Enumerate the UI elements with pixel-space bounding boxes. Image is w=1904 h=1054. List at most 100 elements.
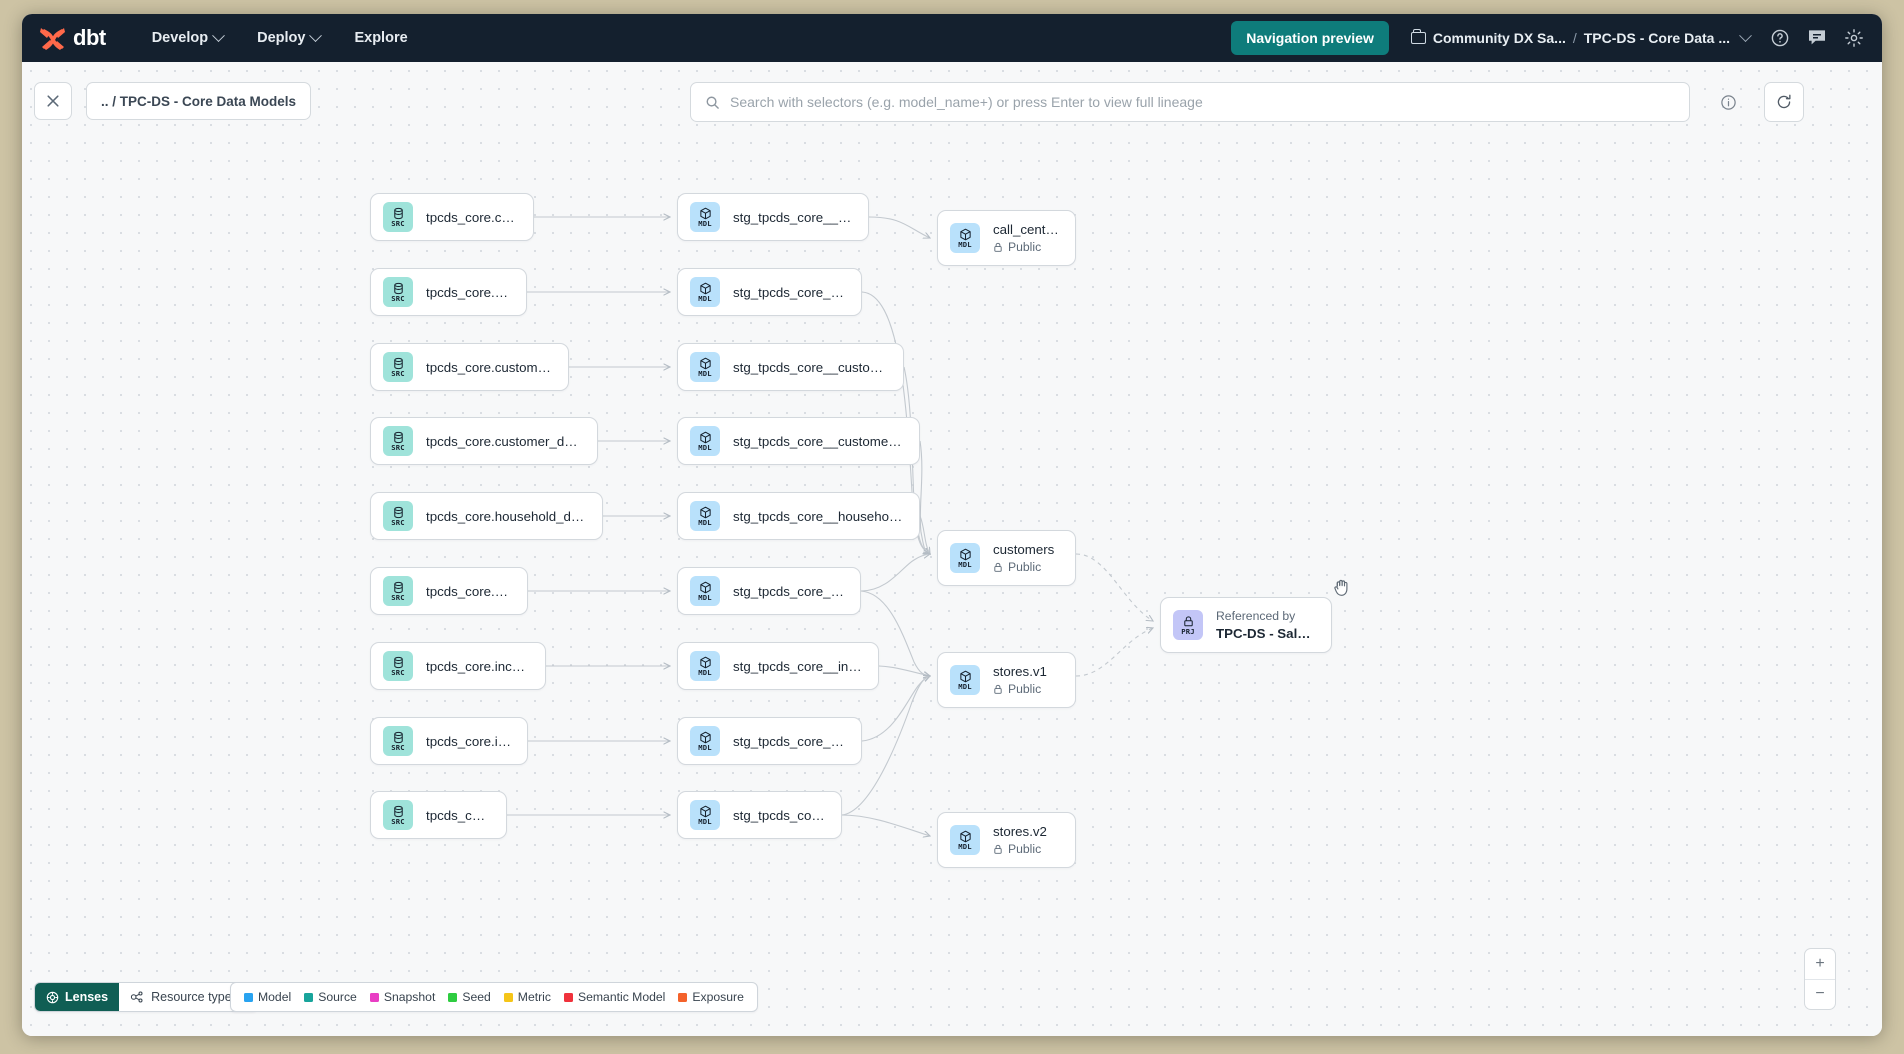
source-node[interactable]: SRC tpcds_core.household_demographics (370, 492, 603, 540)
zoom-in-button[interactable]: + (1805, 949, 1835, 980)
chevron-down-icon (212, 28, 225, 42)
nav-item-explore[interactable]: Explore (354, 30, 407, 46)
navigation-preview-button[interactable]: Navigation preview (1231, 21, 1389, 55)
public-model-node-label: call_centers (993, 222, 1059, 237)
src-badge-icon: SRC (383, 501, 413, 531)
mdl-glyph-icon (699, 207, 712, 220)
model-node[interactable]: MDL stg_tpcds_core__income_band (677, 642, 879, 690)
legend-item-metric[interactable]: Metric (503, 990, 551, 1004)
legend-item-exposure[interactable]: Exposure (678, 990, 744, 1004)
info-icon[interactable] (1712, 86, 1744, 118)
mdl-glyph-icon (699, 656, 712, 669)
chevron-down-icon[interactable] (1739, 28, 1752, 42)
mdl-badge-icon: MDL (690, 202, 720, 232)
nav-item-deploy[interactable]: Deploy (257, 28, 323, 46)
mdl-badge-code: MDL (698, 667, 712, 677)
source-node-label: tpcds_core.date_dim (426, 583, 511, 599)
src-badge-code: SRC (391, 368, 405, 378)
src-badge-code: SRC (391, 816, 405, 826)
search-icon (706, 96, 719, 109)
help-icon[interactable] (1770, 28, 1790, 48)
legend-label: Source (318, 990, 357, 1004)
mdl-badge-icon: MDL (690, 726, 720, 756)
legend-item-seed[interactable]: Seed (448, 990, 491, 1004)
zoom-out-button[interactable]: − (1815, 985, 1825, 1003)
model-node-label: stg_tpcds_core__household_demogr... (733, 508, 903, 524)
lenses-button[interactable]: Lenses (35, 983, 120, 1011)
prj-badge-code: PRJ (1181, 626, 1195, 636)
close-button[interactable] (34, 82, 72, 120)
feedback-icon[interactable] (1807, 28, 1827, 48)
legend-label: Exposure (692, 990, 744, 1004)
referenced-by-project-node-kicker: Referenced by (1216, 609, 1296, 623)
settings-icon[interactable] (1844, 28, 1864, 48)
breadcrumb-account[interactable]: Community DX Sa... (1432, 30, 1566, 46)
mdl-badge-icon: MDL (690, 800, 720, 830)
src-glyph-icon (392, 431, 405, 444)
mdl-badge-icon: MDL (950, 543, 980, 573)
mdl-badge-icon: MDL (690, 501, 720, 531)
public-model-node-label: stores.v2 (993, 824, 1047, 839)
mdl-glyph-icon (959, 548, 972, 561)
legend-swatch (678, 992, 688, 1002)
breadcrumb: Community DX Sa... / TPC-DS - Core Data … (1410, 28, 1752, 46)
model-node-label: stg_tpcds_core__date_dim (733, 583, 844, 599)
nav-icon-group (1770, 28, 1864, 48)
src-badge-code: SRC (391, 592, 405, 602)
public-model-node-access-label: Public (1008, 240, 1042, 254)
public-model-node-access: Public (993, 842, 1047, 856)
src-glyph-icon (392, 207, 405, 220)
breadcrumb-project[interactable]: TPC-DS - Core Data ... (1583, 30, 1730, 46)
model-node[interactable]: MDL stg_tpcds_core__household_demogr... (677, 492, 920, 540)
legend-item-semantic-model[interactable]: Semantic Model (563, 990, 665, 1004)
nav-item-develop[interactable]: Develop (152, 28, 225, 46)
model-node-label: stg_tpcds_core__income_band (733, 658, 862, 674)
refresh-button[interactable] (1764, 82, 1804, 122)
resource-type-icon (130, 991, 143, 1003)
source-node[interactable]: SRC tpcds_core.date_dim (370, 567, 528, 615)
model-node-label: stg_tpcds_core__store (733, 807, 825, 823)
source-node-label: tpcds_core.household_demographics (426, 508, 586, 524)
legend-item-source[interactable]: Source (304, 990, 357, 1004)
mdl-badge-code: MDL (698, 816, 712, 826)
src-badge-icon: SRC (383, 576, 413, 606)
dbt-logo[interactable]: dbt (38, 25, 106, 51)
lineage-canvas[interactable]: .. / TPC-DS - Core Data Models Search wi… (22, 62, 1882, 1036)
search-input[interactable]: Search with selectors (e.g. model_name+)… (690, 82, 1690, 122)
legend-swatch (503, 992, 513, 1002)
canvas-breadcrumb-chip[interactable]: .. / TPC-DS - Core Data Models (86, 82, 312, 120)
source-node-label: tpcds_core.income_band (426, 658, 529, 674)
legend-item-model[interactable]: Model (244, 990, 291, 1004)
breadcrumb-separator: / (1572, 30, 1577, 46)
mdl-badge-code: MDL (698, 442, 712, 452)
model-node[interactable]: MDL stg_tpcds_core__date_dim (677, 567, 861, 615)
brand-name: dbt (73, 25, 106, 50)
src-glyph-icon (392, 357, 405, 370)
model-node[interactable]: MDL stg_tpcds_core__store (677, 791, 842, 839)
model-node[interactable]: MDLstg_tpcds_core__customer_demogra... (677, 417, 920, 465)
public-model-node-access: Public (993, 560, 1054, 574)
legend-item-snapshot[interactable]: Snapshot (369, 990, 435, 1004)
zoom-controls: + − (1804, 948, 1836, 1010)
mdl-badge-code: MDL (698, 592, 712, 602)
public-model-node-access: Public (993, 240, 1059, 254)
mdl-badge-code: MDL (698, 218, 712, 228)
src-badge-icon: SRC (383, 202, 413, 232)
